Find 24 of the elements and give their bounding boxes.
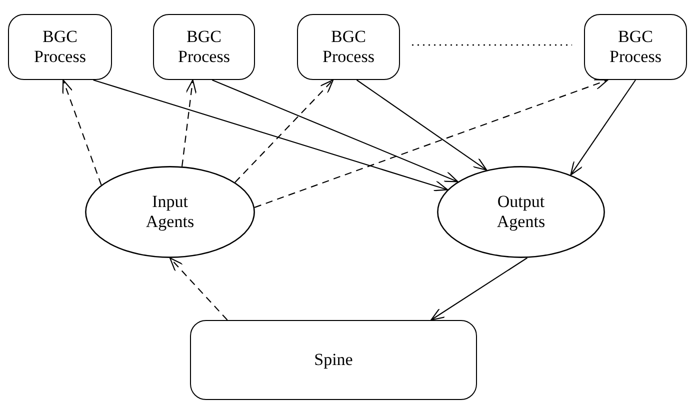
arrow xyxy=(430,257,528,321)
node-label: BGC Process xyxy=(177,26,231,68)
arrow xyxy=(254,79,608,208)
spine-box xyxy=(190,320,477,400)
arrow xyxy=(570,80,636,176)
node-label: Input Agents xyxy=(144,192,196,232)
arrow xyxy=(212,80,458,182)
arrow xyxy=(356,80,488,171)
process-box xyxy=(8,14,112,80)
node-label: BGC Process xyxy=(608,26,662,68)
node-label: BGC Process xyxy=(33,26,87,68)
arrow xyxy=(234,79,334,183)
process-box xyxy=(297,14,400,80)
arrow xyxy=(169,257,228,320)
node-label: Spine xyxy=(314,350,353,370)
arrow xyxy=(181,79,197,167)
arrow xyxy=(62,79,102,186)
node-label: BGC Process xyxy=(322,26,376,68)
agent-ellipse xyxy=(437,166,605,258)
process-box xyxy=(584,14,687,80)
agent-ellipse xyxy=(85,166,255,258)
process-box xyxy=(153,14,255,80)
node-label: Output Agents xyxy=(496,192,546,232)
arrow xyxy=(93,79,448,192)
